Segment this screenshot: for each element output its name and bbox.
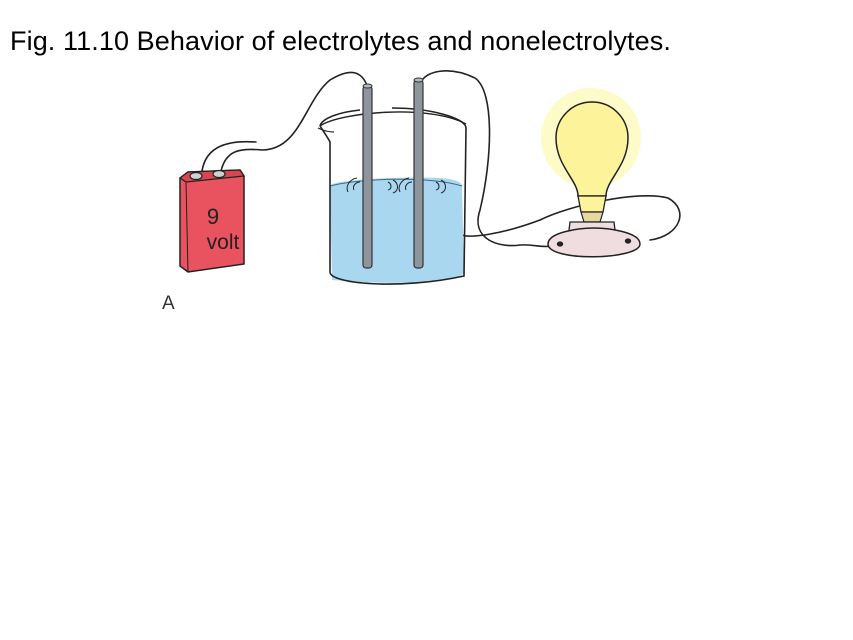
bulb-stand-terminal-right-icon xyxy=(624,238,632,244)
bulb-neck xyxy=(577,195,607,213)
beaker-solution-surface xyxy=(329,178,463,187)
electrode-right xyxy=(413,79,424,269)
electrodes xyxy=(362,77,424,269)
wire-battery-to-left-electrode-inner xyxy=(201,140,257,172)
battery-voltage-unit: volt xyxy=(207,231,240,254)
beaker xyxy=(317,107,467,285)
beaker-rim xyxy=(319,111,467,127)
panel-label: A xyxy=(162,293,175,314)
beaker-solution xyxy=(330,177,464,283)
light-bulb xyxy=(541,88,641,258)
beaker-spout xyxy=(317,127,335,133)
figure-title: Fig. 11.10 Behavior of electrolytes and … xyxy=(10,26,671,56)
wire-right-electrode-to-bulb xyxy=(419,70,553,248)
battery-terminal-left-icon xyxy=(189,171,203,181)
battery: 9 volt xyxy=(178,169,246,273)
wire-battery-to-left-electrode xyxy=(220,71,369,172)
battery-terminal-right-icon xyxy=(212,169,226,179)
bulb-stand-terminal-left-icon xyxy=(556,241,564,247)
beaker-glass xyxy=(319,107,467,285)
bulb-glass xyxy=(555,101,629,197)
solution-ripples xyxy=(346,177,446,194)
bulb-stand xyxy=(547,227,641,258)
electrode-left xyxy=(362,85,373,269)
battery-voltage-number: 9 xyxy=(207,204,219,229)
bulb-base-screw xyxy=(580,211,604,223)
